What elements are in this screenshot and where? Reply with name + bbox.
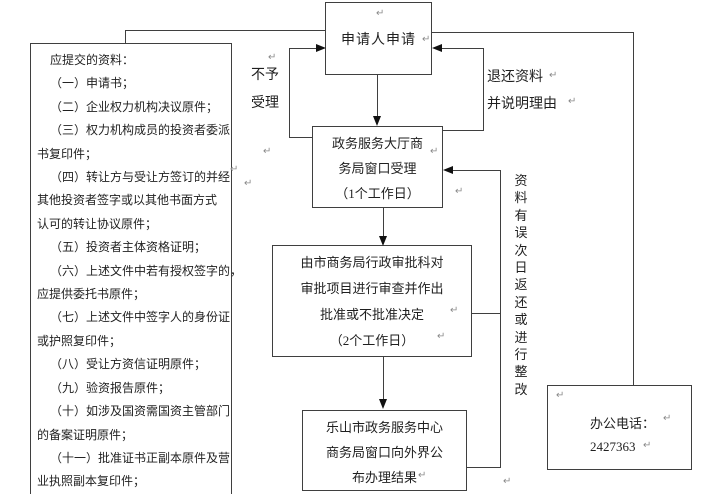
connector-return-top: [442, 48, 484, 49]
doc-line: （六）上述文件中若有授权签字的，: [50, 263, 243, 278]
doc-line: 认可的转让协议原件；: [37, 216, 158, 231]
arrowhead-right-applicant: [316, 44, 326, 52]
connector-reject-top: [289, 48, 318, 49]
paragraph-mark: ↵: [418, 470, 427, 481]
connector-return-vertical: [483, 48, 484, 131]
paragraph-mark: ↵: [455, 186, 464, 197]
doc-line: 书复印件；: [37, 146, 98, 161]
connector-outer-vertical: [633, 32, 634, 386]
label-return-materials: 退还资料 并说明理由: [487, 64, 557, 118]
flow-box-window-accept-line: 政务服务大厅商: [331, 136, 423, 151]
connector-outer-top: [431, 32, 633, 33]
arrowhead-left-applicant: [432, 44, 442, 52]
connector-reject-bottom: [289, 137, 313, 138]
connector-apply-to-accept: [377, 75, 378, 118]
flow-box-review-decision-line: （2个工作日）: [329, 333, 415, 348]
doc-line: 业执照副本复印件；: [37, 474, 146, 489]
paragraph-mark: ↵: [244, 178, 253, 189]
paragraph-mark: ↵: [556, 390, 565, 401]
paragraph-mark: ↵: [568, 96, 577, 107]
doc-line: （三）权力机构成员的投资者委派: [50, 123, 231, 138]
doc-line: （八）受让方资信证明原件；: [50, 357, 207, 372]
connector-review-to-publish: [383, 356, 384, 401]
connector-error-top: [452, 170, 501, 171]
doc-line: （五）投资者主体资格证明；: [50, 240, 207, 255]
doc-line: 的备案证明原件；: [37, 427, 134, 442]
connector-error-vertical: [500, 170, 501, 468]
office-phone-box: 办公电话： 2427363: [547, 385, 692, 470]
label-not-accepted-line: 不予: [251, 68, 279, 83]
flow-box-review-decision-line: 审批项目进行审查并作出: [300, 281, 444, 296]
paragraph-mark: ↵: [430, 146, 439, 157]
paragraph-mark: ↵: [268, 52, 277, 63]
flow-box-applicant: 申请人申请: [325, 2, 432, 75]
connector-return-bottom: [442, 130, 483, 131]
doc-line: （十一）批准证书正副本原件及营: [50, 450, 231, 465]
label-not-accepted: 不予 受理: [251, 62, 279, 118]
flow-box-window-accept: 政务服务大厅商 务局窗口受理 （1个工作日）: [312, 126, 443, 208]
office-phone-number: 2427363: [590, 439, 636, 454]
paragraph-mark: ↵: [376, 8, 385, 19]
doc-line: 其他投资者签字或以其他书面方式: [37, 193, 218, 208]
flow-box-window-accept-line: 务局窗口受理: [338, 161, 417, 176]
paragraph-mark: ↵: [549, 70, 558, 81]
flow-box-publish-result: 乐山市政务服务中心 商务局窗口向外界公 布办理结果: [302, 410, 467, 491]
paragraph-mark: ↵: [663, 413, 672, 424]
connector-panel-stub: [125, 30, 126, 43]
connector-reject-vertical: [289, 48, 290, 138]
office-phone-label: 办公电话：: [590, 416, 656, 431]
paragraph-mark: ↵: [230, 164, 239, 175]
paragraph-mark: ↵: [520, 383, 529, 394]
doc-line: （十）如涉及国资需国资主管部门: [50, 404, 231, 419]
doc-line: （七）上述文件中签字人的身份证: [50, 310, 231, 325]
flow-box-review-decision-line: 由市商务局行政审批科对: [300, 255, 444, 270]
required-docs-panel: 应提交的资料： （一）申请书； （二）企业权力机构决议原件； （三）权力机构成员的投资…: [30, 43, 243, 494]
arrowhead-down-accept: [373, 116, 381, 126]
arrowhead-down-review: [379, 236, 387, 246]
doc-line: （二）企业权力机构决议原件；: [50, 99, 219, 114]
connector-panel-to-apply: [125, 30, 326, 31]
connector-error-from-review: [472, 313, 501, 314]
flow-box-publish-result-line: 商务局窗口向外界公: [325, 445, 443, 460]
paragraph-mark: ↵: [643, 440, 652, 451]
arrowhead-down-publish: [379, 399, 387, 409]
paragraph-mark: ↵: [450, 305, 459, 316]
flow-box-review-decision: 由市商务局行政审批科对 审批项目进行审查并作出 批准或不批准决定 （2个工作日）: [272, 245, 472, 357]
label-return-materials-line: 退还资料: [487, 70, 543, 85]
doc-line: （四）转让方与受让方签订的并经: [50, 170, 231, 185]
flow-box-publish-result-line: 布办理结果: [351, 470, 417, 485]
doc-line: 或护照复印件；: [37, 333, 122, 348]
doc-line: （一）申请书；: [50, 76, 135, 91]
paragraph-mark: ↵: [422, 34, 431, 45]
doc-line: （九）验资报告原件；: [50, 380, 171, 395]
paragraph-mark: ↵: [437, 331, 446, 342]
flow-box-window-accept-line: （1个工作日）: [335, 186, 420, 201]
connector-accept-to-review: [383, 207, 384, 237]
label-error-correction-vertical: 资料有误次日返还或进行整改: [514, 173, 528, 397]
paragraph-mark: ↵: [263, 146, 272, 157]
flow-box-applicant-label: 申请人申请: [341, 32, 416, 48]
doc-line: 应提供委托书原件；: [37, 287, 146, 302]
label-not-accepted-line: 受理: [251, 96, 279, 111]
connector-error-from-publish: [466, 467, 501, 468]
flow-box-review-decision-line: 批准或不批准决定: [319, 307, 424, 322]
arrowhead-left-accept: [443, 166, 453, 174]
doc-line: 应提交的资料：: [50, 53, 135, 67]
paragraph-mark: ↵: [503, 476, 512, 487]
label-return-materials-line: 并说明理由: [487, 97, 557, 112]
required-docs-list: 应提交的资料： （一）申请书； （二）企业权力机构决议原件； （三）权力机构成员的投资…: [37, 49, 243, 494]
flow-box-publish-result-line: 乐山市政务服务中心: [325, 420, 443, 435]
